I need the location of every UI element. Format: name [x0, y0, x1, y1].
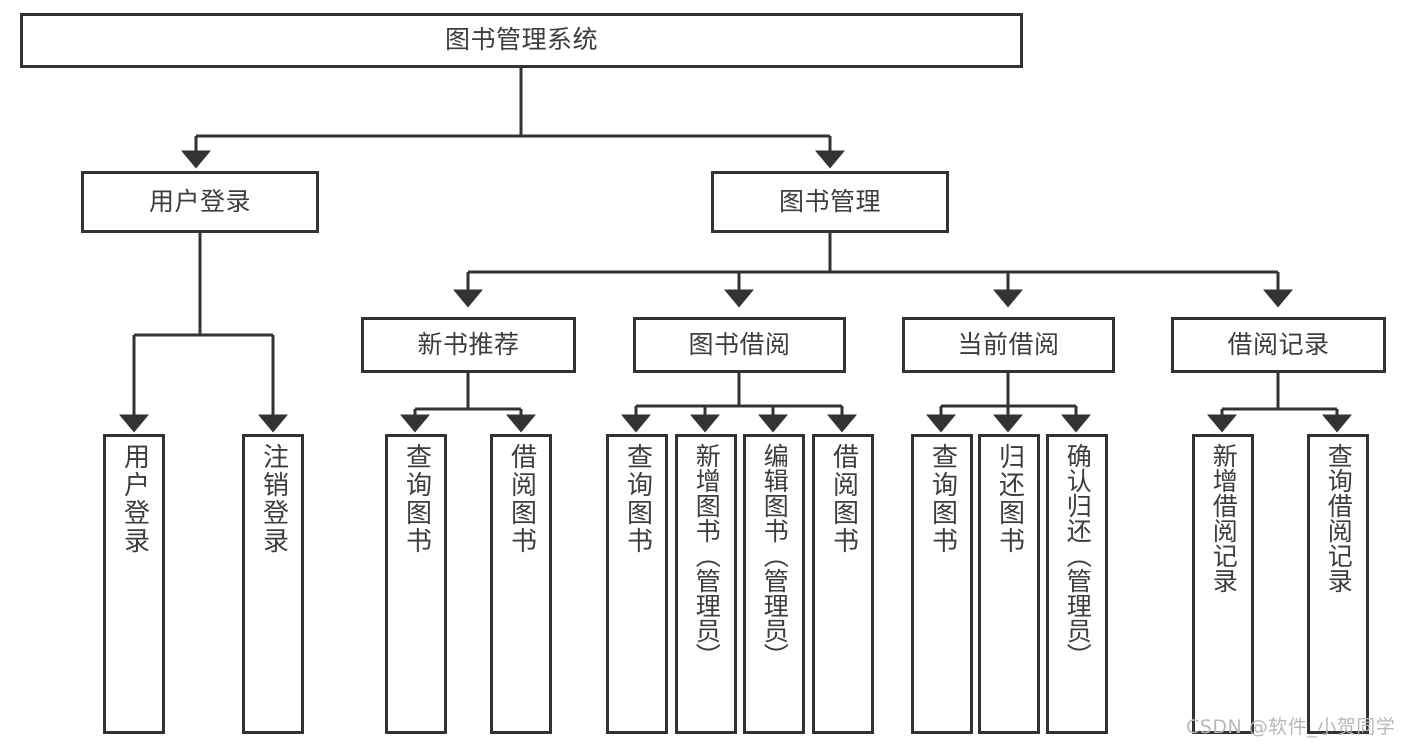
node-user-login[interactable]: 用户登录: [81, 171, 319, 233]
node-label: 图书管理: [778, 186, 881, 216]
leaf-logout[interactable]: 注销登录: [242, 434, 304, 734]
node-label: 编辑图书（管理员）: [760, 443, 790, 668]
leaf-add-book-admin[interactable]: 新增图书（管理员）: [675, 434, 737, 734]
leaf-borrow-book-recommend[interactable]: 借阅图书: [490, 434, 552, 734]
leaf-edit-book-admin[interactable]: 编辑图书（管理员）: [743, 434, 805, 734]
node-label: 查询图书: [401, 443, 432, 555]
node-label: 归还图书: [994, 443, 1025, 555]
node-label: 查询借阅记录: [1324, 443, 1354, 593]
node-label: 图书管理系统: [444, 25, 598, 55]
node-label: 用户登录: [119, 443, 150, 555]
node-label: 查询图书: [927, 443, 958, 555]
node-label: 注销登录: [258, 443, 289, 555]
node-label: 当前借阅: [957, 329, 1060, 359]
node-label: 图书借阅: [688, 329, 791, 359]
node-new-book-recommend[interactable]: 新书推荐: [361, 317, 576, 373]
node-label: 新增图书（管理员）: [692, 443, 722, 668]
node-label: 新增借阅记录: [1209, 443, 1239, 593]
leaf-confirm-return-admin[interactable]: 确认归还（管理员）: [1046, 434, 1108, 734]
node-label: 借阅记录: [1227, 329, 1330, 359]
leaf-query-borrow-record[interactable]: 查询借阅记录: [1307, 434, 1369, 734]
node-label: 借阅图书: [828, 443, 859, 555]
leaf-query-book-current[interactable]: 查询图书: [911, 434, 973, 734]
node-label: 用户登录: [148, 186, 251, 216]
node-borrow-record[interactable]: 借阅记录: [1171, 317, 1386, 373]
leaf-return-book[interactable]: 归还图书: [978, 434, 1040, 734]
leaf-query-book-recommend[interactable]: 查询图书: [385, 434, 447, 734]
node-book-borrow[interactable]: 图书借阅: [633, 317, 846, 373]
node-label: 新书推荐: [417, 329, 520, 359]
node-label: 查询图书: [622, 443, 653, 555]
node-label: 借阅图书: [506, 443, 537, 555]
node-root-book-management-system[interactable]: 图书管理系统: [20, 13, 1023, 68]
leaf-add-borrow-record[interactable]: 新增借阅记录: [1192, 434, 1254, 734]
leaf-user-login[interactable]: 用户登录: [103, 434, 165, 734]
node-label: 确认归还（管理员）: [1063, 443, 1093, 668]
leaf-query-book-borrow[interactable]: 查询图书: [606, 434, 668, 734]
csdn-watermark: CSDN @软件_小贺同学: [1186, 716, 1396, 738]
leaf-borrow-book[interactable]: 借阅图书: [812, 434, 874, 734]
node-current-borrow[interactable]: 当前借阅: [902, 317, 1115, 373]
node-book-management[interactable]: 图书管理: [711, 171, 949, 233]
